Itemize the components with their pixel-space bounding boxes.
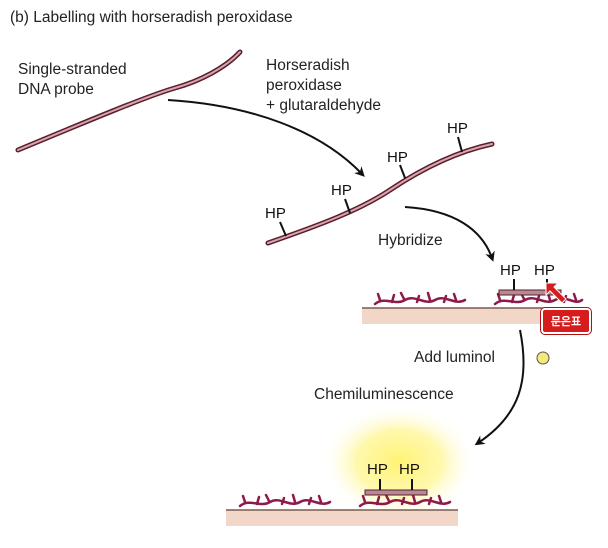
hybridized-probe-upper: [498, 289, 562, 296]
reagent-label-line1: Horseradish: [266, 57, 350, 74]
reagent-label-line3: + glutaraldehyde: [266, 97, 382, 114]
arrow-to-membrane: [404, 206, 495, 262]
reagent-label-line2: peroxidase: [266, 77, 342, 94]
hp-label: HP: [367, 461, 388, 478]
hp-label: HP: [500, 262, 521, 279]
target-dna-lower: [238, 493, 452, 508]
hp-tick: [457, 136, 463, 153]
luminol-dot: [536, 351, 550, 365]
hp-label: HP: [265, 205, 286, 222]
cursor-arrow: [545, 282, 567, 304]
hp-tick: [399, 164, 406, 179]
badge[interactable]: 문은표: [541, 308, 591, 334]
hp-tick: [344, 198, 351, 214]
arrow-to-labelled-probe: [167, 99, 365, 177]
hp-label: HP: [331, 182, 352, 199]
figure-title: (b) Labelling with horseradish peroxidas…: [10, 9, 293, 26]
probe-label-line2: DNA probe: [18, 81, 94, 98]
hp-tick: [279, 221, 287, 237]
membrane-upper: [362, 308, 586, 324]
add-luminol-label: Add luminol: [414, 349, 495, 366]
arrow-to-chemiluminescence: [474, 329, 525, 446]
chemiluminescence-label: Chemiluminescence: [314, 386, 454, 403]
chemiluminescence-glow: [321, 404, 477, 520]
hp-label: HP: [534, 262, 555, 279]
target-dna-upper: [373, 291, 584, 306]
labelled-probe-strand: [265, 141, 495, 246]
hp-label: HP: [387, 149, 408, 166]
hp-label: HP: [399, 461, 420, 478]
hybridized-probe-lower: [364, 489, 428, 496]
hp-label: HP: [447, 120, 468, 137]
membrane-lower: [226, 510, 458, 526]
hybridize-label: Hybridize: [378, 232, 443, 249]
probe-label-line1: Single-stranded: [18, 61, 127, 78]
